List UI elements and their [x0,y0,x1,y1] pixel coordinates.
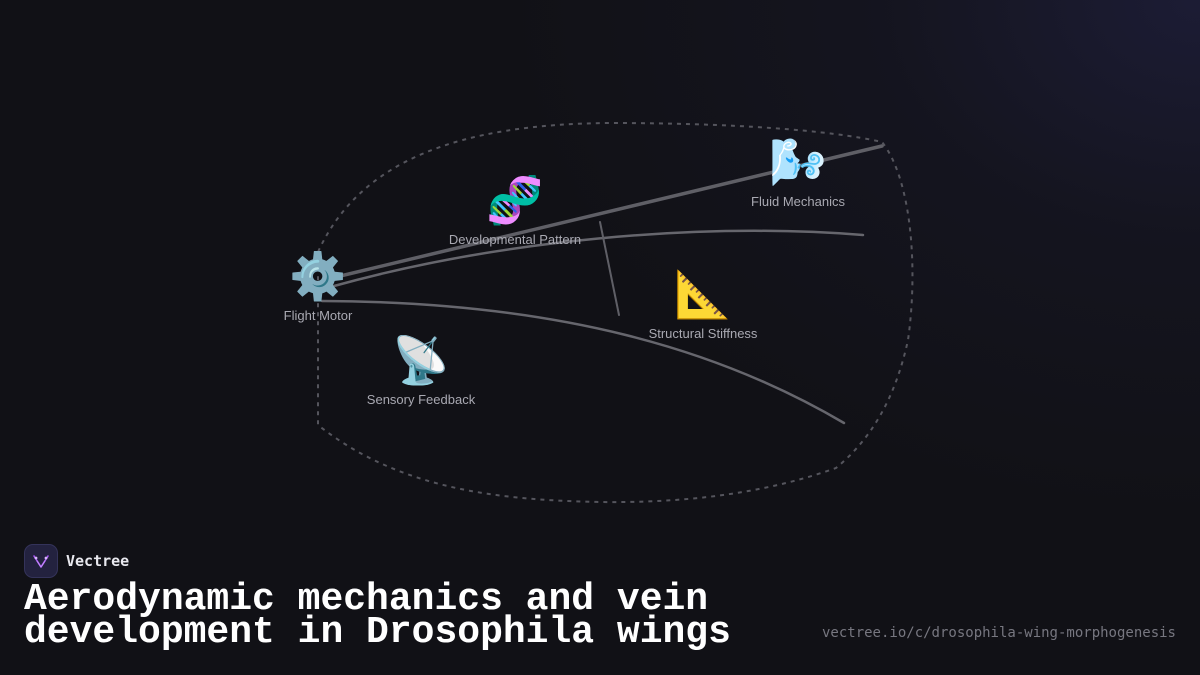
wind-icon: 🌬️ [769,136,827,188]
node-flight-motor[interactable]: ⚙️ Flight Motor [284,250,353,323]
node-label: Fluid Mechanics [751,194,845,209]
node-label: Structural Stiffness [648,326,758,341]
page-title: Aerodynamic mechanics and vein developme… [24,578,731,654]
dna-icon: 🧬 [486,174,544,226]
vectree-logo-icon [24,544,58,578]
satellite-antenna-icon: 📡 [392,334,450,386]
node-sensory-feedback[interactable]: 📡 Sensory Feedback [367,334,475,407]
brand[interactable]: Vectree [24,544,129,578]
node-structural-stiffness[interactable]: 📐 Structural Stiffness [649,268,758,341]
node-label: Sensory Feedback [366,392,476,407]
node-label: Flight Motor [283,308,353,323]
wing-vein-middle [332,229,865,288]
wing-vein-leading [330,144,884,280]
node-fluid-mechanics[interactable]: 🌬️ Fluid Mechanics [751,136,845,209]
gear-icon: ⚙️ [289,250,347,302]
node-label: Developmental Pattern [448,232,582,247]
node-developmental-pattern[interactable]: 🧬 Developmental Pattern [449,174,581,247]
page-url[interactable]: vectree.io/c/drosophila-wing-morphogenes… [821,625,1176,641]
brand-name: Vectree [66,552,130,570]
wing-vein-posterior [320,299,846,425]
wing-crossvein [599,221,620,316]
triangular-ruler-icon: 📐 [674,268,732,320]
